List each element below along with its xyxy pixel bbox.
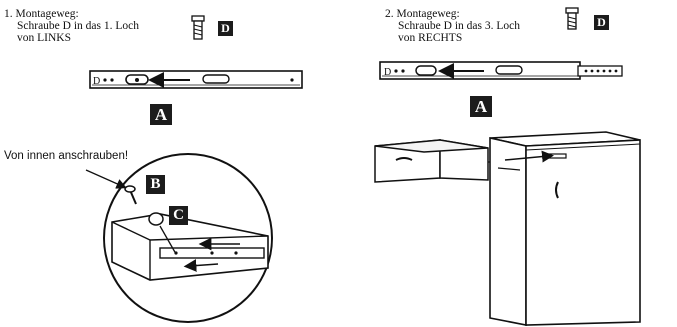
step1-instructions: 1. Montageweg: Schraube D in das 1. Loch… [4, 8, 139, 44]
detail-badge-b: B [146, 175, 165, 194]
detail-circle [85, 153, 273, 323]
step2-rail-badge: A [470, 96, 492, 117]
step1-screw-line: Schraube D in das 1. Loch [17, 20, 139, 32]
step1-screw-badge: D [218, 21, 233, 36]
cabinet-icon [489, 131, 641, 326]
step1-side-line: von LINKS [17, 32, 71, 44]
step1-title: 1. Montageweg: [4, 8, 79, 20]
svg-text:D: D [384, 67, 391, 78]
step2-screw-line: Schraube D in das 3. Loch [398, 20, 520, 32]
step2-instructions: 2. Montageweg: Schraube D in das 3. Loch… [385, 8, 520, 44]
rail-icon-step2: D [379, 61, 623, 80]
screw-icon-step1 [191, 15, 205, 40]
detail-badge-c: C [169, 206, 188, 225]
step2-title: 2. Montageweg: [385, 8, 460, 20]
step2-side-line: von RECHTS [398, 32, 463, 44]
rail-icon-step1: D [89, 70, 303, 89]
detail-note: Von innen anschrauben! [4, 150, 129, 162]
screw-icon-step2 [565, 7, 579, 30]
step1-rail-badge: A [150, 104, 172, 125]
svg-text:D: D [93, 76, 100, 87]
drawer-icon [374, 139, 508, 183]
step2-screw-badge: D [594, 15, 609, 30]
